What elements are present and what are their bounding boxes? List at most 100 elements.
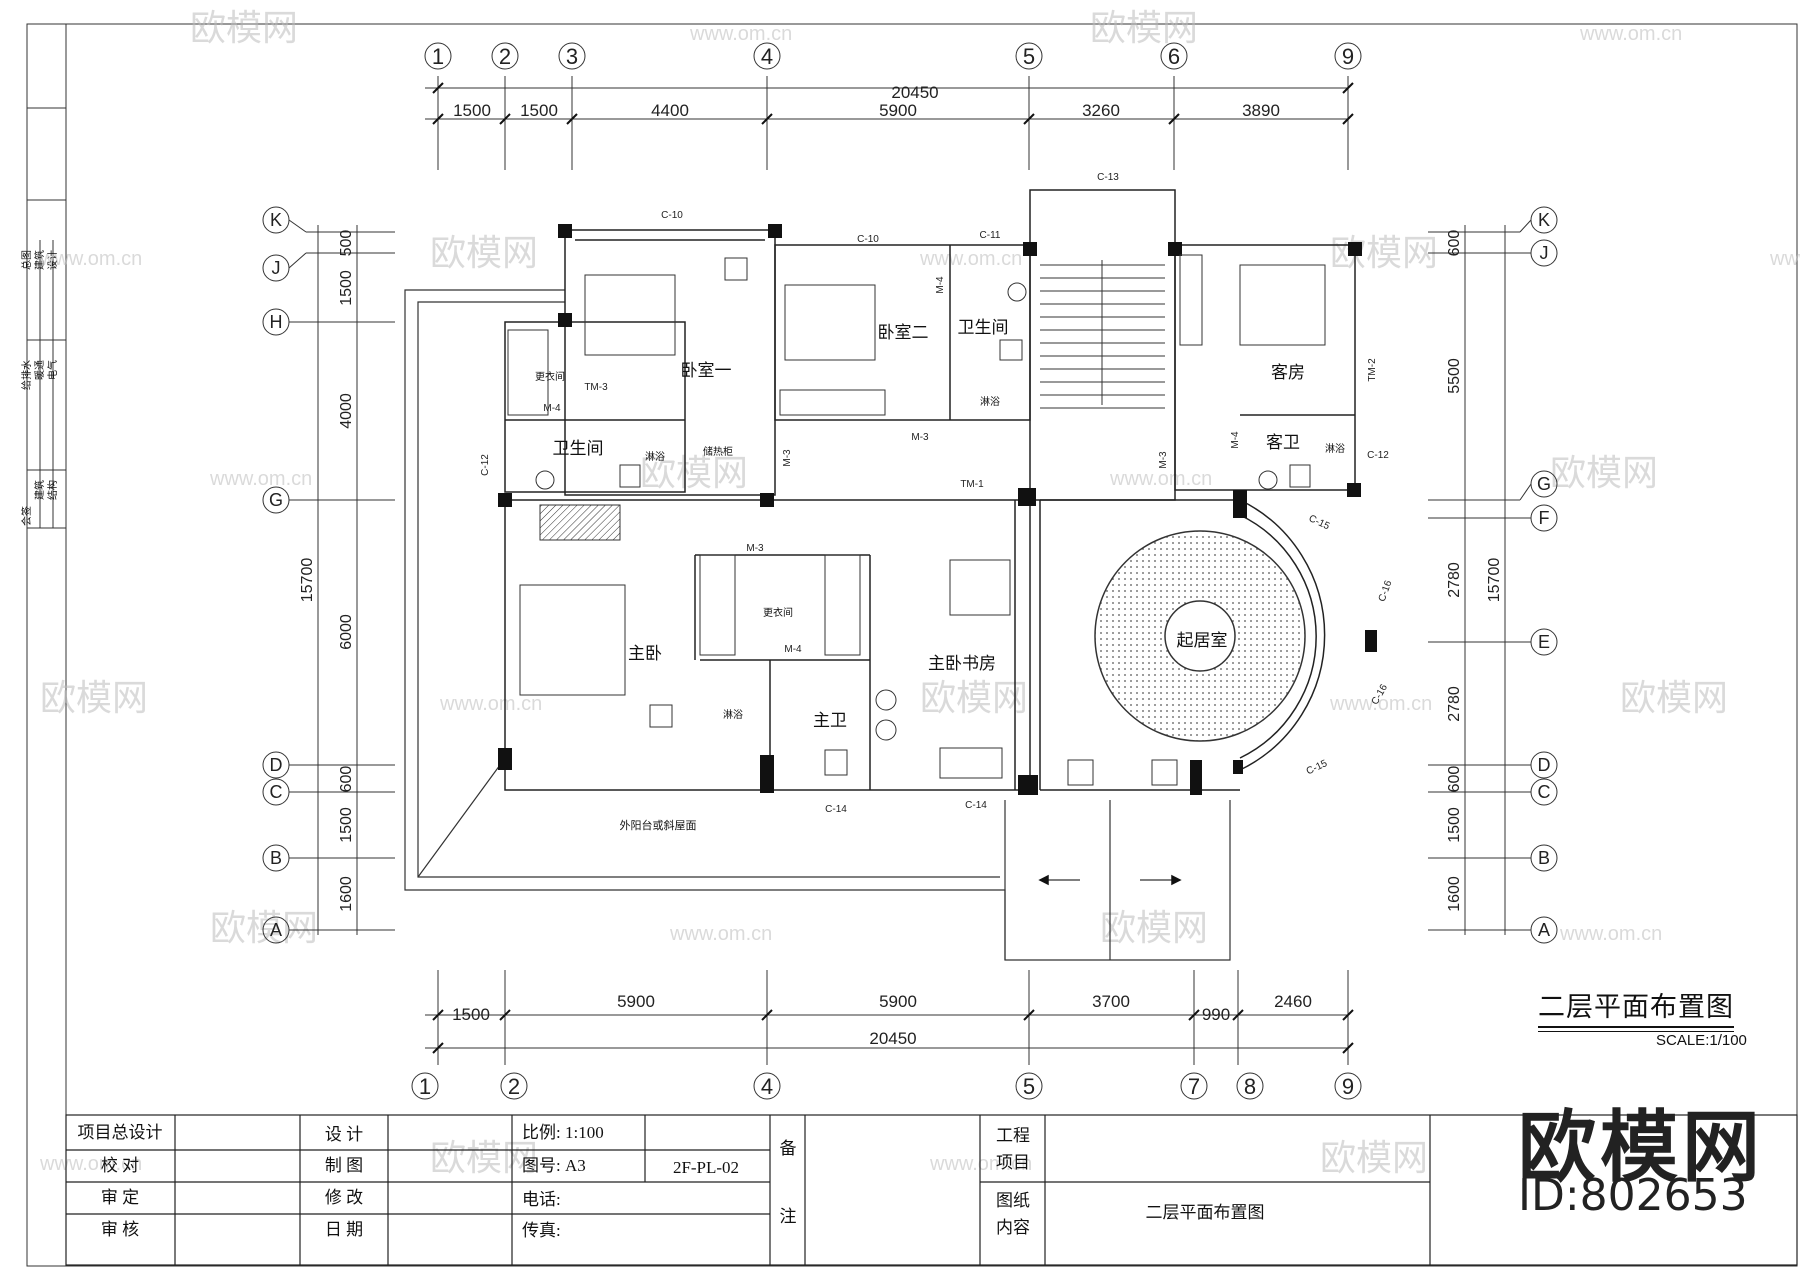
dim-left-seg-3: 6000 — [338, 614, 355, 650]
grid-bottom-3: 5 — [1023, 1074, 1035, 1099]
tag-m4b: M-4 — [935, 276, 946, 294]
sofa-study — [939, 747, 1003, 779]
watermark-url: www.om.cn — [669, 923, 772, 945]
strip-label-6: 总图 — [20, 250, 33, 270]
label-shower3: 淋浴 — [1325, 442, 1345, 455]
watermark-logo: 欧模网 — [430, 232, 538, 273]
dim-top-seg-0: 1500 — [453, 101, 491, 120]
dim-top-seg-5: 3890 — [1242, 101, 1280, 120]
walls — [504, 189, 1356, 791]
grid-top-5: 6 — [1168, 44, 1180, 69]
room-master-bath: 主卫 — [813, 711, 847, 730]
dims-top: 20450 1500 1500 4400 5900 3260 3890 — [453, 83, 1280, 120]
room-bedroom1: 卧室一 — [681, 361, 732, 380]
watermark-logo: 欧模网 — [1090, 7, 1198, 48]
grid-left-3: G — [269, 490, 283, 510]
watermark-logo: 欧模网 — [920, 677, 1028, 718]
dim-right-seg-2: 2780 — [1446, 562, 1463, 598]
tb-r3-c4: 图纸 — [996, 1191, 1030, 1210]
grid-right-8: A — [1538, 920, 1550, 940]
tag-m4d: M-4 — [784, 644, 802, 655]
room-guest: 客房 — [1271, 363, 1305, 382]
tb-r1-c0: 项目总设计 — [78, 1123, 163, 1142]
dim-bottom-seg-4: 990 — [1202, 1005, 1230, 1024]
watermark-url: www.om.cn — [39, 248, 142, 270]
dim-bottom-total: 20450 — [869, 1029, 916, 1048]
tag-m3a: M-3 — [911, 432, 929, 443]
terrace-arrows — [1038, 874, 1182, 886]
dimension-lines — [306, 76, 1520, 1065]
tag-c12b: C-12 — [1367, 450, 1389, 461]
watermark-logo: 欧模网 — [430, 1137, 538, 1178]
grid-bottom-0: 1 — [419, 1074, 431, 1099]
tb-r2-c2: 图号: A3 — [522, 1156, 586, 1175]
tag-tm2: TM-2 — [1367, 358, 1378, 382]
furniture — [507, 254, 1326, 786]
grid-left-5: C — [270, 782, 283, 802]
dim-top-seg-4: 3260 — [1082, 101, 1120, 120]
tb-r4-c0: 审 核 — [101, 1220, 139, 1239]
watermark-url: www.om.cn — [39, 1153, 142, 1175]
tb-r4-c4: 二层平面布置图 — [1146, 1203, 1265, 1222]
grid-left-1: J — [272, 258, 281, 278]
tb-r3-c0: 审 定 — [101, 1188, 139, 1207]
bed-1 — [584, 274, 676, 356]
dim-right-seg-6: 1600 — [1446, 876, 1463, 912]
tag-m4a: M-4 — [543, 403, 561, 414]
dims-right: 15700 600 5500 2780 2780 600 1500 1600 — [1446, 230, 1503, 912]
bed-2 — [784, 284, 876, 361]
tag-m3c: M-3 — [1158, 451, 1169, 469]
room-labels: 卧室一 卧室二 卫生间 卫生间 客房 客卫 主卧 主卧书房 主卫 起居室 外阳台… — [553, 318, 1306, 832]
dim-bottom-seg-5: 2460 — [1274, 992, 1312, 1011]
dimension-ticks — [432, 82, 1354, 1054]
grid-left-4: D — [270, 755, 283, 775]
columns — [498, 224, 1377, 795]
binding-strip — [27, 107, 66, 529]
grid-bottom-6: 9 — [1342, 1074, 1354, 1099]
wardrobe-bed2 — [779, 389, 886, 416]
dim-left-seg-6: 1600 — [338, 876, 355, 912]
dim-top-total: 20450 — [891, 83, 938, 102]
tb-r4-c1: 日 期 — [325, 1220, 363, 1239]
title-block — [65, 1114, 1798, 1266]
desk — [949, 559, 1011, 616]
drawing-title: 二层平面布置图 — [1538, 985, 1734, 1032]
binding-strip-labels: 会签 建筑 结构 给排水 暖通 电气 总图 建筑 设计 — [20, 250, 59, 526]
stair-treads — [1040, 260, 1165, 409]
room-master-bedroom: 主卧 — [628, 644, 662, 663]
label-shower1: 淋浴 — [980, 395, 1000, 408]
grid-bubbles — [262, 42, 1558, 1100]
watermark-logo: 欧模网 — [640, 452, 748, 493]
dim-right-seg-3: 2780 — [1446, 686, 1463, 722]
room-bath-top: 卫生间 — [958, 318, 1009, 337]
guest-bed — [1239, 264, 1326, 346]
tb-r1-c1: 设 计 — [325, 1125, 363, 1144]
title-block-text: 项目总设计 设 计 比例: 1:100 备 工程 校 对 制 图 图号: A3 … — [78, 1123, 1265, 1240]
grid-right-1: J — [1540, 243, 1549, 263]
tb-r2-c4: 项目 — [996, 1153, 1030, 1172]
watermark-url: www.om.cn — [439, 693, 542, 715]
watermark-url: www.om.cn — [689, 23, 792, 45]
dim-top-seg-1: 1500 — [520, 101, 558, 120]
dim-bottom-seg-1: 5900 — [617, 992, 655, 1011]
watermark-url: www.om.cn — [1329, 693, 1432, 715]
dim-bottom-seg-0: 1500 — [452, 1005, 490, 1024]
tag-c15b: C-15 — [1305, 758, 1330, 777]
grid-labels-bottom: 1 2 4 5 7 8 9 — [419, 1074, 1354, 1099]
room-living: 起居室 — [1177, 631, 1228, 650]
strip-label-1: 建筑 — [33, 480, 46, 500]
tag-c13: C-13 — [1097, 172, 1119, 183]
grid-right-7: B — [1538, 848, 1550, 868]
dim-bottom-seg-3: 3700 — [1092, 992, 1130, 1011]
grid-labels-top: 1 2 3 4 5 6 9 — [432, 44, 1354, 69]
tag-c15a: C-15 — [1307, 513, 1332, 532]
tag-m3b: M-3 — [782, 449, 793, 467]
watermark-logo: 欧模网 — [210, 907, 318, 948]
strip-label-2: 结构 — [46, 480, 59, 500]
tag-m4c: M-4 — [1230, 431, 1241, 449]
watermark-logo: 欧模网 — [1100, 907, 1208, 948]
watermark-logo: 欧模网 — [40, 677, 148, 718]
tag-c10b: C-10 — [857, 234, 879, 245]
tb-r1-c4: 工程 — [996, 1126, 1030, 1145]
dim-left-seg-4: 600 — [338, 766, 355, 793]
